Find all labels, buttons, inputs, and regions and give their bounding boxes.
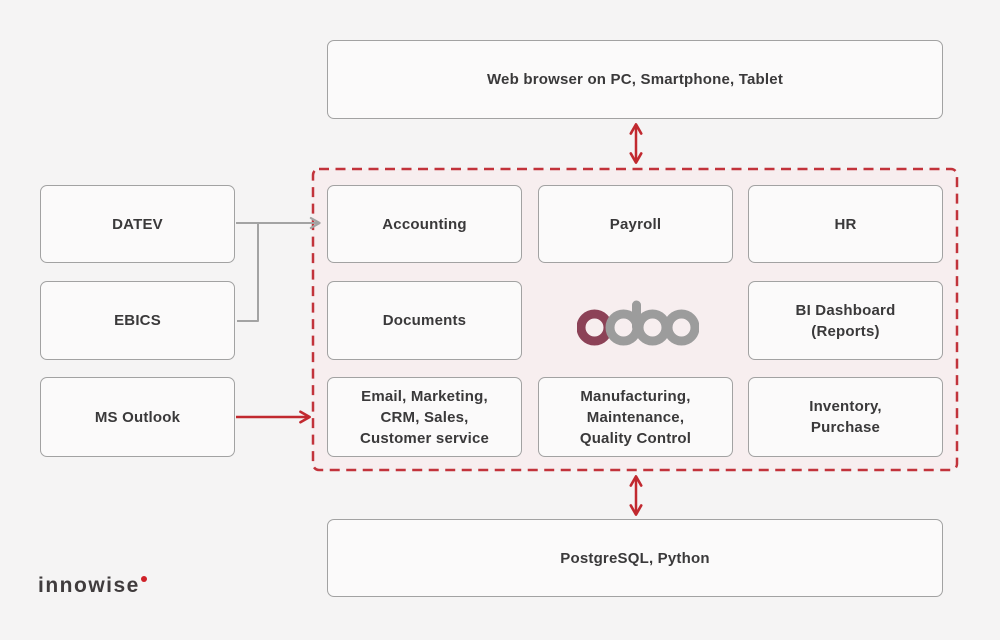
ms-outlook-label: MS Outlook xyxy=(94,408,181,426)
bi-dashboard-label: BI Dashboard (Reports) xyxy=(795,301,896,340)
module-box-documents: Documents xyxy=(327,281,522,360)
web-browser-label: Web browser on PC, Smartphone, Tablet xyxy=(486,71,784,88)
module-box-inventory-purchase: Inventory, Purchase xyxy=(748,377,943,457)
ebics-label: EBICS xyxy=(114,312,161,329)
email-marketing-crm-label: Email, Marketing, CRM, Sales, Customer s… xyxy=(359,387,490,447)
module-box-payroll: Payroll xyxy=(538,185,733,263)
documents-label: Documents xyxy=(382,312,467,329)
inventory-purchase-label: Inventory, Purchase xyxy=(809,398,882,436)
odoo-logo-graphic xyxy=(576,300,700,346)
postgresql-box: PostgreSQL, Python xyxy=(327,519,943,597)
postgresql-label: PostgreSQL, Python xyxy=(560,549,710,567)
hr-label: HR xyxy=(834,215,857,233)
external-system-box-ms-outlook: MS Outlook xyxy=(40,377,235,457)
odoo-logo: odoo xyxy=(576,299,700,351)
module-box-bi-dashboard: BI Dashboard (Reports) xyxy=(748,281,943,360)
innowise-logo-text: innowise xyxy=(38,574,140,597)
datev-label: DATEV xyxy=(112,215,163,233)
module-box-accounting: Accounting xyxy=(327,185,522,263)
accounting-label: Accounting xyxy=(382,215,467,233)
module-box-hr: HR xyxy=(748,185,943,263)
web-browser-box: Web browser on PC, Smartphone, Tablet xyxy=(327,40,943,119)
external-system-box-ebics: EBICS xyxy=(40,281,235,360)
ebics-connector xyxy=(237,224,259,322)
payroll-label: Payroll xyxy=(609,215,662,233)
module-box-email-marketing-crm: Email, Marketing, CRM, Sales, Customer s… xyxy=(327,377,522,457)
external-system-box-datev: DATEV xyxy=(40,185,235,263)
manufacturing-label: Manufacturing, Maintenance, Quality Cont… xyxy=(579,387,692,447)
innowise-logo: innowise xyxy=(38,574,147,598)
innowise-logo-dot xyxy=(140,576,147,582)
module-box-manufacturing: Manufacturing, Maintenance, Quality Cont… xyxy=(538,377,733,457)
